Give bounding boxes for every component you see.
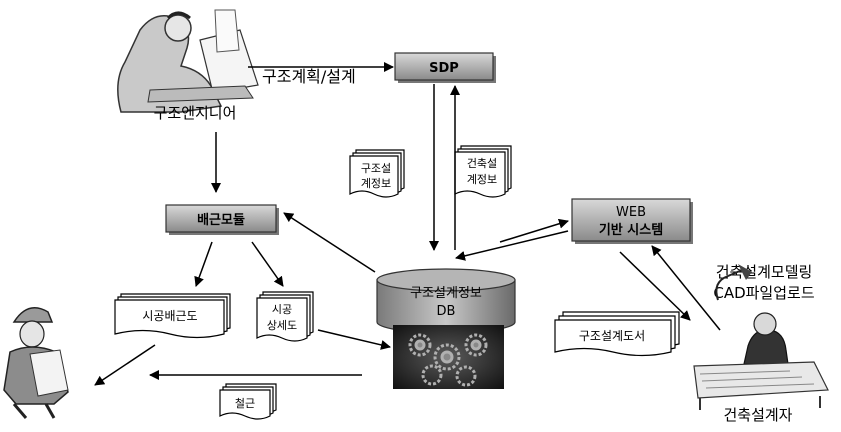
modeling-upload-line1: 건축설계모델링	[716, 263, 813, 281]
doc-arch-info-line1: 건축설	[467, 157, 497, 170]
sdp-box: SDP	[394, 52, 496, 83]
web-system-line1: WEB	[616, 205, 646, 220]
doc-construction-detail: 시공 상세도	[256, 291, 314, 342]
engineer-at-desk-icon	[117, 9, 259, 113]
doc-arch-info-line2: 계정보	[467, 173, 497, 186]
db-label-line2: DB	[437, 304, 456, 319]
modeling-upload-line2: CAD파일업로드	[713, 284, 814, 302]
doc-struct-info-line1: 구조설	[361, 162, 391, 175]
doc-construction-detail-line1: 시공	[272, 303, 292, 316]
arrow-rebar-doc-to-worker	[94, 344, 156, 386]
doc-struct-design: 구조설계도서	[554, 311, 680, 357]
doc-struct-design-label: 구조설계도서	[579, 329, 645, 343]
rebar-module-box: 배근모듈	[165, 204, 279, 235]
plan-design-label: 구조계획/설계	[262, 67, 356, 86]
db-label-line1: 구조설계정보	[410, 286, 482, 301]
sdp-label: SDP	[429, 61, 459, 76]
arrow-web-to-design-doc	[619, 251, 691, 321]
doc-rebar: 철근	[219, 383, 277, 420]
web-system-box: WEB 기반 시스템	[571, 198, 693, 244]
arrow-db-to-rebar-module	[283, 212, 376, 273]
arrow-rebar-module-to-rebar-doc	[194, 241, 213, 287]
arrow-rebar-module-to-detail-doc	[251, 241, 284, 287]
doc-struct-info-line2: 계정보	[361, 177, 391, 190]
arrow-designer-to-web	[651, 245, 721, 331]
arrow-detail-doc-to-gears	[317, 329, 391, 350]
design-db-cylinder: 구조설계정보 DB	[376, 268, 516, 334]
web-system-line2: 기반 시스템	[599, 222, 663, 238]
architectural-designer-label: 건축설계자	[723, 406, 792, 424]
structural-engineer-label: 구조엔지니어	[154, 104, 237, 122]
doc-arch-info: 건축설 계정보	[454, 145, 512, 198]
designer-at-desk-icon	[693, 264, 829, 410]
arrow-db-to-web	[499, 218, 569, 243]
doc-construction-rebar: 시공배근도	[114, 293, 231, 339]
construction-worker-icon	[3, 307, 69, 419]
gears-icon	[393, 325, 504, 389]
doc-construction-rebar-label: 시공배근도	[142, 309, 197, 323]
doc-construction-detail-line2: 상세도	[267, 319, 297, 332]
doc-struct-info: 구조설 계정보	[349, 149, 405, 198]
arrow-web-to-db	[455, 230, 569, 261]
doc-rebar-label: 철근	[235, 397, 255, 410]
rebar-module-label: 배근모듈	[197, 212, 245, 228]
